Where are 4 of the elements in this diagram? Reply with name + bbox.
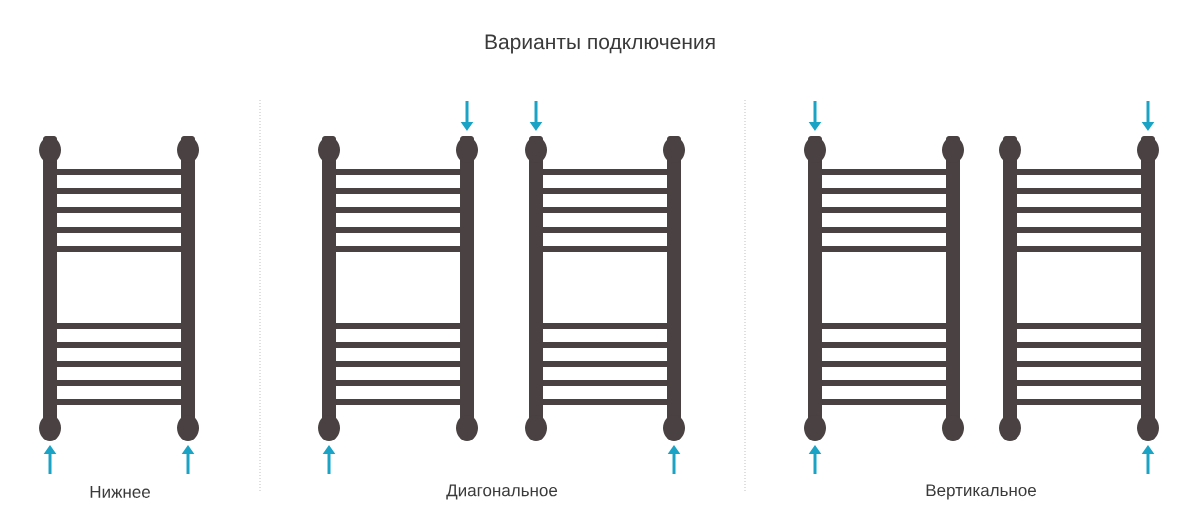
- caption: Нижнее: [90, 486, 150, 498]
- caption: Вертикальное: [926, 484, 1036, 500]
- title: Варианты подключения: [485, 34, 715, 54]
- caption: Диагональное: [446, 484, 558, 500]
